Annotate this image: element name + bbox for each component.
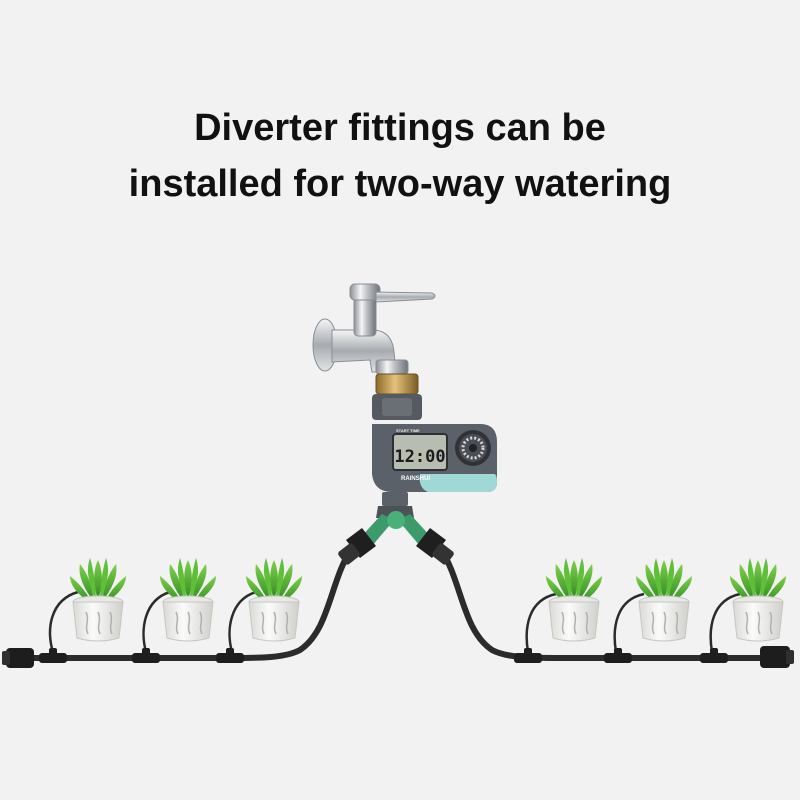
timer-display-caption: START TIME xyxy=(396,428,420,433)
hose-end-caps xyxy=(2,646,794,668)
hose-connector-icon xyxy=(604,648,632,663)
plant-pot-icon xyxy=(69,557,127,642)
timer-brand: RAINSHUI xyxy=(401,476,430,482)
hose-connector-icon xyxy=(39,648,67,663)
hose-tee-connectors xyxy=(39,648,728,663)
headline-line-1: Diverter fittings can be xyxy=(194,107,606,149)
hose-connector-icon xyxy=(132,648,160,663)
drip-lines xyxy=(48,590,741,653)
plant-pots xyxy=(69,557,787,642)
plant-pot-icon xyxy=(245,557,303,642)
plant-pot-icon xyxy=(635,557,693,642)
hose-connector-icon xyxy=(216,648,244,663)
hose-connector-icon xyxy=(514,648,542,663)
plant-pot-icon xyxy=(159,557,217,642)
dial-icon xyxy=(455,430,491,466)
timer-icon: 12:00 START TIME RAINSHUI xyxy=(372,424,497,492)
headline-line-2: installed for two-way watering xyxy=(128,163,672,205)
hose-connector-icon xyxy=(700,648,728,663)
plant-pot-icon xyxy=(729,557,787,642)
plant-pot-icon xyxy=(545,557,603,642)
y-splitter xyxy=(338,492,454,565)
timer-display-time: 12:00 xyxy=(394,447,445,467)
headline: Diverter fittings can be installed for t… xyxy=(0,100,800,212)
faucet-icon xyxy=(312,283,436,420)
